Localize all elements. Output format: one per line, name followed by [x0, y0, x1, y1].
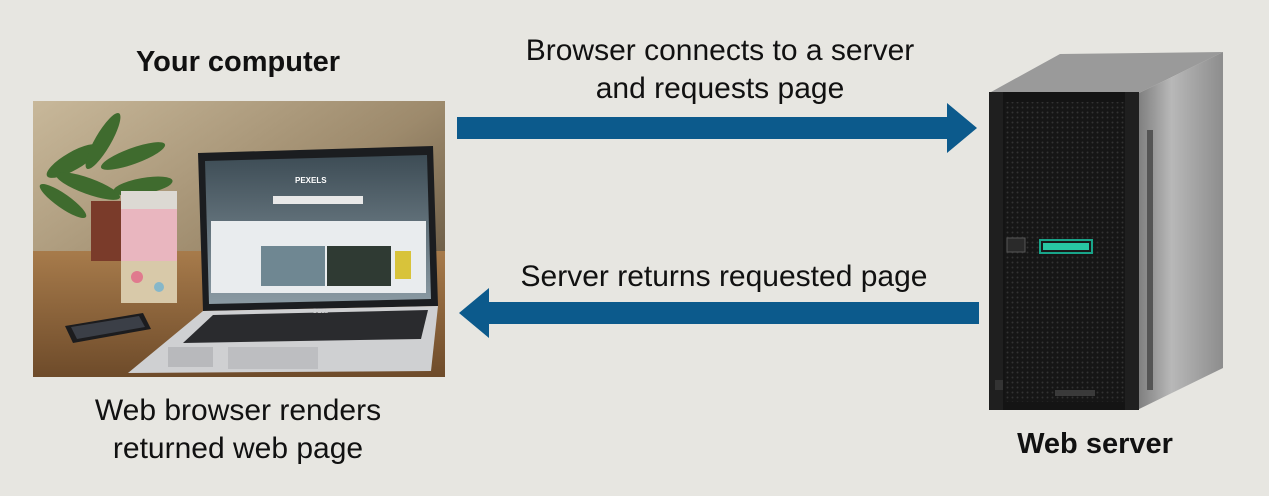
plant: [39, 113, 173, 219]
server-image: [989, 52, 1223, 410]
laptop-screen-brand: PEXELS: [295, 176, 327, 185]
request-arrow: [457, 103, 977, 153]
request-label: Browser connects to a server and request…: [470, 32, 970, 108]
request-label-line1: Browser connects to a server: [525, 34, 915, 67]
web-server-title: Web server: [1017, 428, 1173, 460]
response-arrow: [459, 288, 979, 338]
your-computer-title: Your computer: [135, 46, 341, 78]
left-caption: Web browser renders returned web page: [48, 392, 428, 468]
request-label-line2: and requests page: [595, 72, 845, 105]
left-caption-line2: returned web page: [112, 432, 364, 465]
laptop-photo: PEXELS DELL: [33, 101, 445, 377]
left-caption-line1: Web browser renders: [94, 394, 382, 427]
laptop-brand: DELL: [313, 309, 329, 315]
response-label: Server returns requested page: [520, 260, 928, 293]
